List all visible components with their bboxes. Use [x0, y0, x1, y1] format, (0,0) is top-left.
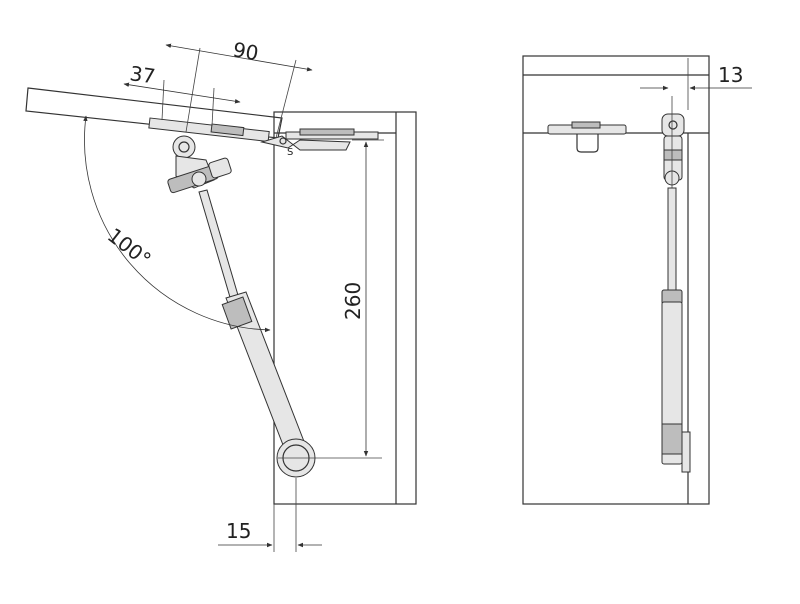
hinge-mark-label: S — [287, 147, 293, 158]
side-view: S 90 37 100° 260 — [25, 37, 417, 552]
dimension-260: 260 — [341, 139, 384, 457]
front-lift-bracket — [661, 96, 685, 190]
dimension-13-text: 13 — [718, 63, 743, 87]
dimension-13: 13 — [640, 58, 752, 110]
front-gas-strut — [661, 187, 691, 473]
dimension-90-text: 90 — [231, 37, 260, 65]
gas-strut — [198, 189, 306, 451]
dimension-angle-text: 100° — [103, 223, 156, 272]
dimension-37-text: 37 — [128, 61, 157, 88]
front-flap-hinge — [547, 121, 627, 153]
strut-bottom-mount — [276, 438, 382, 478]
dimension-90: 90 — [165, 37, 313, 139]
cabinet-hinge-plate: S — [260, 128, 379, 158]
front-view: 13 — [522, 55, 752, 505]
dimension-37: 37 — [123, 61, 241, 127]
dimension-15-text: 15 — [226, 519, 251, 543]
dimension-15: 15 — [218, 478, 322, 552]
flap-hinge — [148, 117, 270, 143]
lift-bracket — [167, 135, 232, 194]
dimension-260-text: 260 — [341, 282, 365, 320]
